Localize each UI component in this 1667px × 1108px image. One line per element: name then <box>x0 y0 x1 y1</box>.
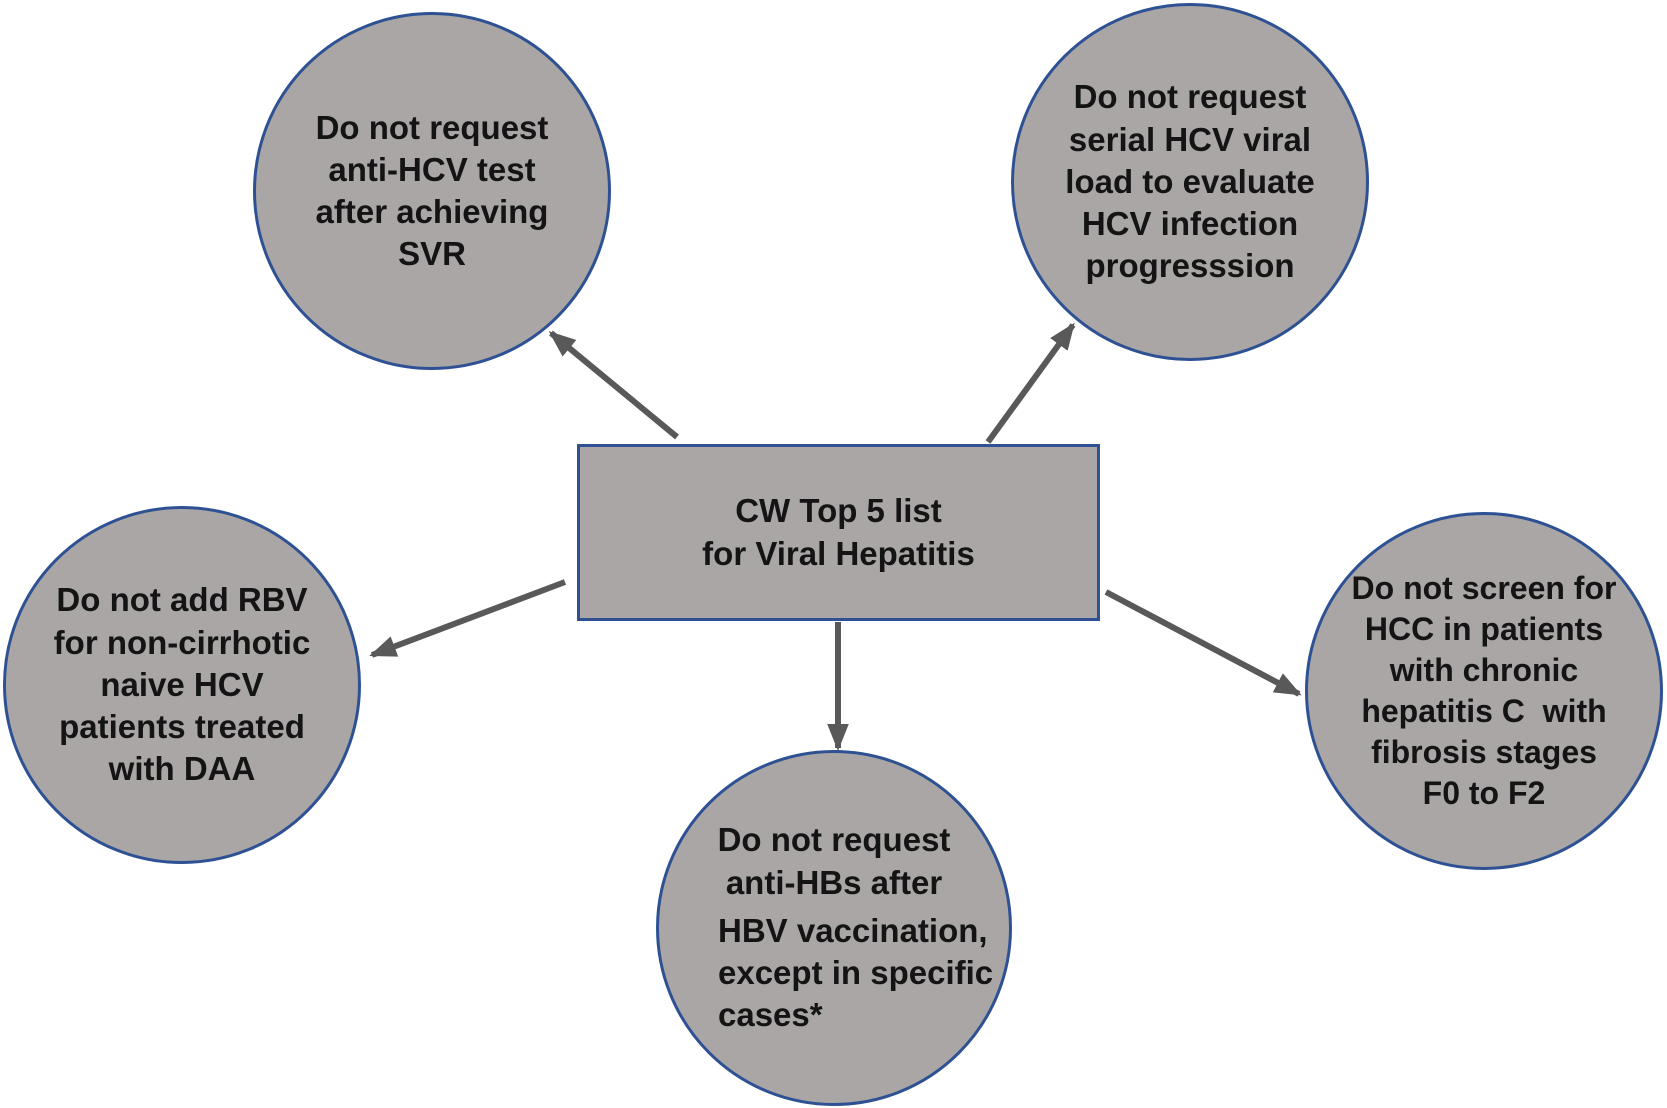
node-top-left-text: Do not request anti-HCV test after achie… <box>315 108 549 273</box>
node-right-text: Do not screen for HCC in patients with c… <box>1351 570 1617 811</box>
arrow-center-to-top-right <box>985 322 1076 444</box>
arrow-center-to-top-left <box>548 330 679 440</box>
node-top-left-circle: Do not request anti-HCV test after achie… <box>253 12 611 370</box>
arrow-center-to-left <box>369 579 567 658</box>
node-bottom-text-left: HBV vaccination, except in specific case… <box>718 911 994 1034</box>
node-left-circle: Do not add RBV for non-cirrhotic naive H… <box>3 506 361 864</box>
arrow-center-to-right <box>1104 589 1302 697</box>
center-box-text: CW Top 5 list for Viral Hepatitis <box>702 492 975 572</box>
node-top-right-circle: Do not request serial HCV viral load to … <box>1011 3 1369 361</box>
node-top-right-text: Do not request serial HCV viral load to … <box>1065 78 1315 285</box>
node-right-circle: Do not screen for HCC in patients with c… <box>1305 512 1663 870</box>
node-bottom-circle: Do not request anti-HBs after HBV vaccin… <box>656 750 1012 1106</box>
center-box: CW Top 5 list for Viral Hepatitis <box>577 444 1100 621</box>
node-bottom-text-centered: Do not request anti-HBs after <box>717 821 951 901</box>
node-left-text: Do not add RBV for non-cirrhotic naive H… <box>53 581 311 788</box>
